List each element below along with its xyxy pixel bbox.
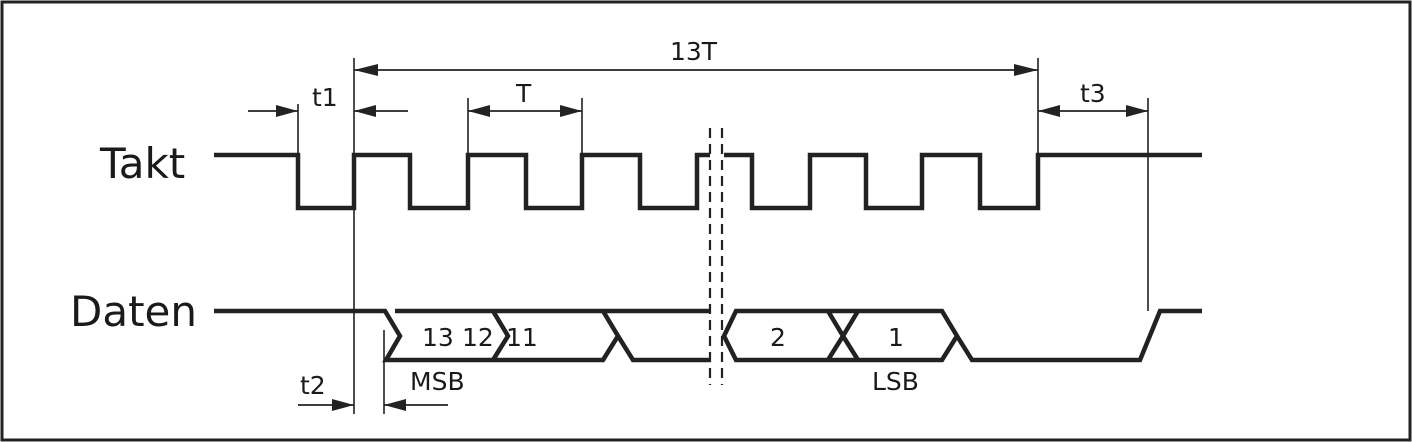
data-signal-label: Daten <box>70 287 197 336</box>
bit-1-label: 1 <box>888 323 904 352</box>
total-arrow-left <box>354 64 378 76</box>
t3-label: t3 <box>1080 79 1106 108</box>
clock-signal-label: Takt <box>99 139 185 188</box>
t2-arrow-left <box>332 399 354 411</box>
t3-arrow-right <box>1126 105 1148 117</box>
bit-11-label: 11 <box>506 323 538 352</box>
t2-label: t2 <box>300 371 326 400</box>
bit-13-label: 13 <box>422 323 454 352</box>
t2-arrow-right <box>384 399 406 411</box>
clock-waveform <box>214 152 1202 211</box>
data-waveform <box>214 308 1202 363</box>
total-label: 13T <box>670 37 718 66</box>
period-arrow-right <box>560 105 582 117</box>
bit-2-label: 2 <box>770 323 786 352</box>
t1-arrow-right <box>354 105 376 117</box>
total-arrow-right <box>1014 64 1038 76</box>
bit-12-label: 12 <box>462 323 494 352</box>
period-label: T <box>515 79 532 108</box>
t1-arrow-left <box>276 105 298 117</box>
t1-label: t1 <box>312 83 338 112</box>
t3-arrow-left <box>1038 105 1060 117</box>
period-arrow-left <box>468 105 490 117</box>
lsb-label: LSB <box>872 367 919 396</box>
msb-label: MSB <box>410 367 465 396</box>
